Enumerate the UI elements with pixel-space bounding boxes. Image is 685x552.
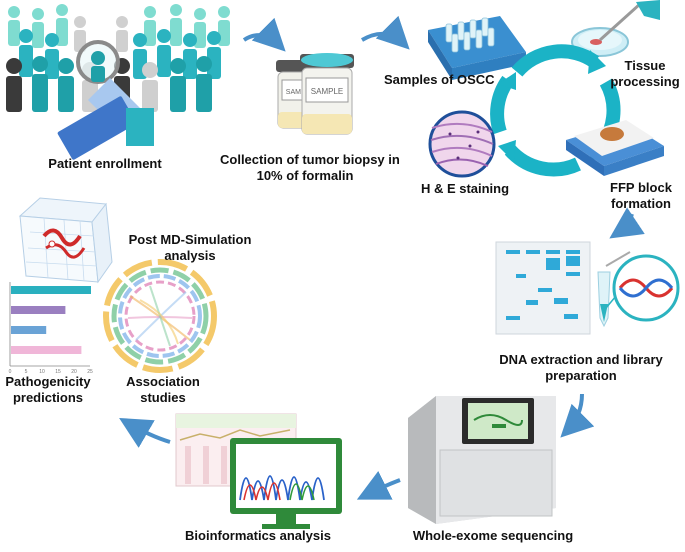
- chart-x-tick-0: 0: [9, 369, 12, 375]
- ffp-block-illustration: [566, 120, 664, 176]
- arrow-bioinfo-to-analysis: [119, 417, 171, 448]
- label-biopsy-line2: 10% of formalin: [256, 168, 354, 183]
- label-ffp-line2: formation: [611, 196, 671, 211]
- label-assoc-line1: Association: [126, 374, 200, 389]
- label-patient-enrollment: Patient enrollment: [40, 156, 170, 172]
- label-association-studies: Association studies: [116, 374, 210, 406]
- label-md-line1: Post MD-Simulation: [128, 232, 252, 247]
- label-tissue-line2: processing: [610, 74, 680, 89]
- circos-plot-illustration: [103, 259, 217, 373]
- label-wes-text: Whole-exome sequencing: [412, 528, 574, 543]
- dna-gel-illustration: [495, 241, 680, 335]
- label-assoc-line2: studies: [140, 390, 186, 405]
- label-path-line1: Pathogenicity: [5, 374, 91, 389]
- arrow-wes-to-bioinfo: [356, 470, 401, 500]
- label-biopsy-line1: Collection of tumor biopsy in: [220, 152, 400, 167]
- label-samples-oscc-text: Samples of OSCC: [384, 72, 495, 87]
- label-patient-enrollment-text: Patient enrollment: [48, 156, 162, 171]
- chart-bar-0: [11, 286, 91, 294]
- chart-bar-2: [11, 326, 47, 334]
- chart-bar-1: [11, 306, 66, 314]
- label-tissue-line1: Tissue: [624, 58, 666, 73]
- label-dna-line1: DNA extraction and library: [499, 352, 663, 367]
- label-he-staining: H & E staining: [410, 181, 520, 197]
- jar-label-back: SAMPLE: [286, 89, 315, 96]
- label-tissue-processing: Tissue processing: [610, 58, 680, 90]
- jar-label-front: SAMPLE: [311, 87, 343, 96]
- label-ffp-line1: FFP block: [610, 180, 672, 195]
- arrow-biopsy-to-samples: [360, 15, 410, 50]
- chart-x-tick-4: 20: [71, 369, 77, 375]
- flow-arrows: [119, 15, 645, 500]
- label-post-md-simulation: Post MD-Simulation analysis: [120, 232, 260, 264]
- chart-x-tick-3: 15: [55, 369, 61, 375]
- pathogenicity-bar-chart: 0 5 10 15 20 25: [9, 282, 93, 375]
- sample-rack-illustration: [428, 16, 526, 80]
- chart-x-tick-2: 10: [39, 369, 45, 375]
- biopsy-jars-illustration: SAMPLE SAMPLE: [276, 53, 354, 135]
- chart-x-tick-5: 25: [87, 369, 93, 375]
- label-samples-oscc: Samples of OSCC: [384, 72, 495, 88]
- md-simulation-box-illustration: [18, 197, 113, 284]
- arrow-enrollment-to-biopsy: [242, 17, 286, 52]
- label-ffp-block: FFP block formation: [600, 180, 682, 212]
- label-dna-extraction: DNA extraction and library preparation: [486, 352, 676, 384]
- sequencer-machine-illustration: [408, 396, 556, 524]
- arrow-dna-to-wes: [560, 393, 595, 438]
- processing-cycle-ring: [490, 44, 621, 177]
- label-bioinformatics-analysis: Bioinformatics analysis: [178, 528, 338, 544]
- label-pathogenicity-predictions: Pathogenicity predictions: [0, 374, 96, 406]
- patient-crowd-illustration: [6, 4, 230, 160]
- label-bioinfo-text: Bioinformatics analysis: [185, 528, 331, 543]
- he-stained-tissue-illustration: [428, 110, 496, 178]
- chart-x-tick-1: 5: [25, 369, 28, 375]
- label-biopsy-collection: Collection of tumor biopsy in 10% of for…: [220, 152, 400, 184]
- label-he-staining-text: H & E staining: [420, 181, 510, 196]
- bioinformatics-screens-illustration: [175, 413, 342, 529]
- label-whole-exome-sequencing: Whole-exome sequencing: [408, 528, 578, 544]
- petri-dish-illustration: [571, 0, 660, 57]
- arrow-ffp-to-dna: [609, 207, 645, 239]
- label-dna-line2: preparation: [545, 368, 617, 383]
- label-path-line2: predictions: [12, 390, 84, 405]
- label-md-line2: analysis: [164, 248, 216, 263]
- chart-bar-3: [11, 346, 82, 354]
